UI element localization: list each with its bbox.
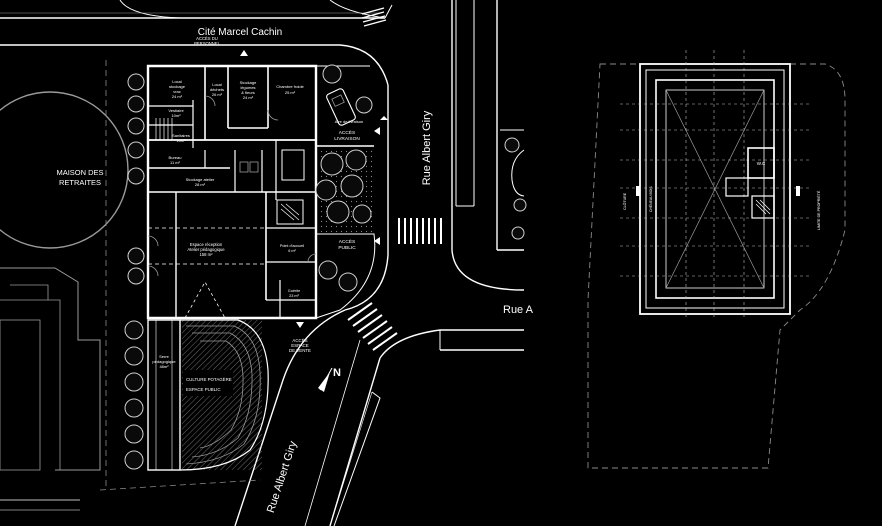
aire-livraison-label: Aire de livraison [335, 119, 363, 124]
room-stockage-atelier: Stockage atelier 28 m² [186, 177, 215, 187]
street-trees-right [500, 129, 527, 240]
room-stockage-legumes: Stockage légumes & fleurs 24 m² [240, 80, 257, 100]
room-area: 24 m² [243, 95, 254, 100]
delivery-area [316, 64, 374, 147]
room-label-line1: Serre [159, 354, 170, 359]
street-cite-marcel-cachin [0, 0, 393, 86]
room-bureau: Bureau 11 m² [169, 155, 182, 165]
access-vente-line2: ESPACE [291, 343, 309, 348]
tree-cluster-east [315, 149, 376, 319]
room-label-line1: Chambre froide [276, 84, 304, 89]
garden-label-line2: ESPACE PUBLIC [186, 387, 221, 392]
room-label-line1: Stockage atelier [186, 177, 215, 182]
room-area: 11 m² [170, 160, 181, 165]
garden-label-line1: CULTURE POTAGÈRE [186, 377, 232, 382]
room-chambre-froide: Chambre froide 25 m² [276, 84, 304, 95]
access-vente-line1: ACCÈS [292, 338, 307, 343]
roof-left-label-2: CHÉNEAU BOIS [648, 186, 653, 212]
room-label-line2: pédagogique [152, 359, 176, 364]
street-label-rue-albert-giry-diagonal: Rue Albert Giry [265, 439, 300, 514]
room-area: 48m² [159, 364, 169, 369]
roof-left-label: CLÔTURE [622, 192, 627, 210]
room-area: 6 m² [288, 249, 296, 253]
roof-wc-label: W.C [757, 161, 766, 166]
neighbor-label-line1: MAISON DES [56, 168, 103, 177]
room-label-line1: Local [172, 79, 182, 84]
room-label-line1: Local [212, 82, 222, 87]
access-vente-line3: DE VENTE [289, 348, 311, 353]
room-vestiaire: Vestiaire 10m² [168, 108, 184, 118]
room-label-line1: Vestiaire [168, 108, 184, 113]
room-label-line2: légumes [240, 85, 255, 90]
street-label-rue-albert-giry-vertical: Rue Albert Giry [421, 110, 433, 185]
room-point-accueil: Point d'accueil 6 m² [280, 244, 305, 253]
tree-column-west [124, 73, 145, 470]
access-arrows [240, 50, 388, 328]
crosswalk-top [361, 7, 387, 27]
room-label-line3: vrac [173, 89, 181, 94]
street-rue-albert-giry [234, 0, 525, 526]
room-area: 25 m² [285, 90, 296, 95]
room-area: 10m² [176, 138, 186, 143]
room-area: 28 m² [195, 182, 206, 187]
crosswalk-bottom [347, 302, 398, 351]
room-area: 26 m² [212, 92, 223, 97]
room-label-line1: Point d'accueil [280, 244, 305, 248]
neighbor-label-line2: RETRAITES [59, 178, 101, 187]
room-guerite: Guérite 23 m² [288, 289, 300, 298]
maison-des-retraites-building [0, 91, 129, 511]
room-local-dechets: Local déchets 26 m² [210, 82, 224, 97]
access-public-line1: ACCÈS [339, 238, 356, 245]
room-label-line2: Atelier pédagogique [187, 247, 225, 252]
street-label-cite-marcel-cachin: Cité Marcel Cachin [198, 27, 282, 38]
access-personnel-line1: ACCÈS DU [196, 36, 218, 41]
room-label-line1: Bureau [169, 155, 182, 160]
room-espace-reception: Espace réception Atelier pédagogique 158… [187, 242, 225, 257]
room-label-line2: déchets [210, 87, 224, 92]
room-area: 158 m² [199, 252, 213, 257]
roof-right-label: LIMITE DE PROPRIÉTÉ [816, 190, 821, 230]
room-sanitaires: Sanitaires 10m² [172, 133, 190, 143]
access-livraison-line1: ACCÈS [339, 129, 356, 136]
north-arrow-icon [318, 367, 333, 392]
room-label-line1: Sanitaires [172, 133, 190, 138]
room-label-line1: Espace réception [190, 242, 223, 247]
roof-plan [587, 50, 846, 469]
room-area: 23 m² [289, 294, 299, 298]
access-public-line2: PUBLIC [338, 245, 356, 251]
garden-area [147, 319, 269, 471]
room-label-line1: Stockage [240, 80, 257, 85]
room-local-stockage: Local stockage vrac 24 m² [169, 79, 186, 99]
room-area: 10m² [171, 113, 181, 118]
crosswalk-right [398, 218, 442, 244]
room-label-line3: & fleurs [241, 90, 255, 95]
room-area: 24 m² [172, 94, 183, 99]
room-label-line2: stockage [169, 84, 186, 89]
building-plan [146, 64, 318, 320]
room-serre-pedagogique: Serre pédagogique 48m² [152, 354, 176, 369]
room-label-line1: Guérite [288, 289, 300, 293]
north-label: N [333, 367, 341, 379]
street-label-rue-a: Rue A [503, 304, 534, 316]
access-livraison-line2: LIVRAISON [334, 136, 360, 142]
access-personnel-line2: PERSONNEL [194, 41, 221, 46]
